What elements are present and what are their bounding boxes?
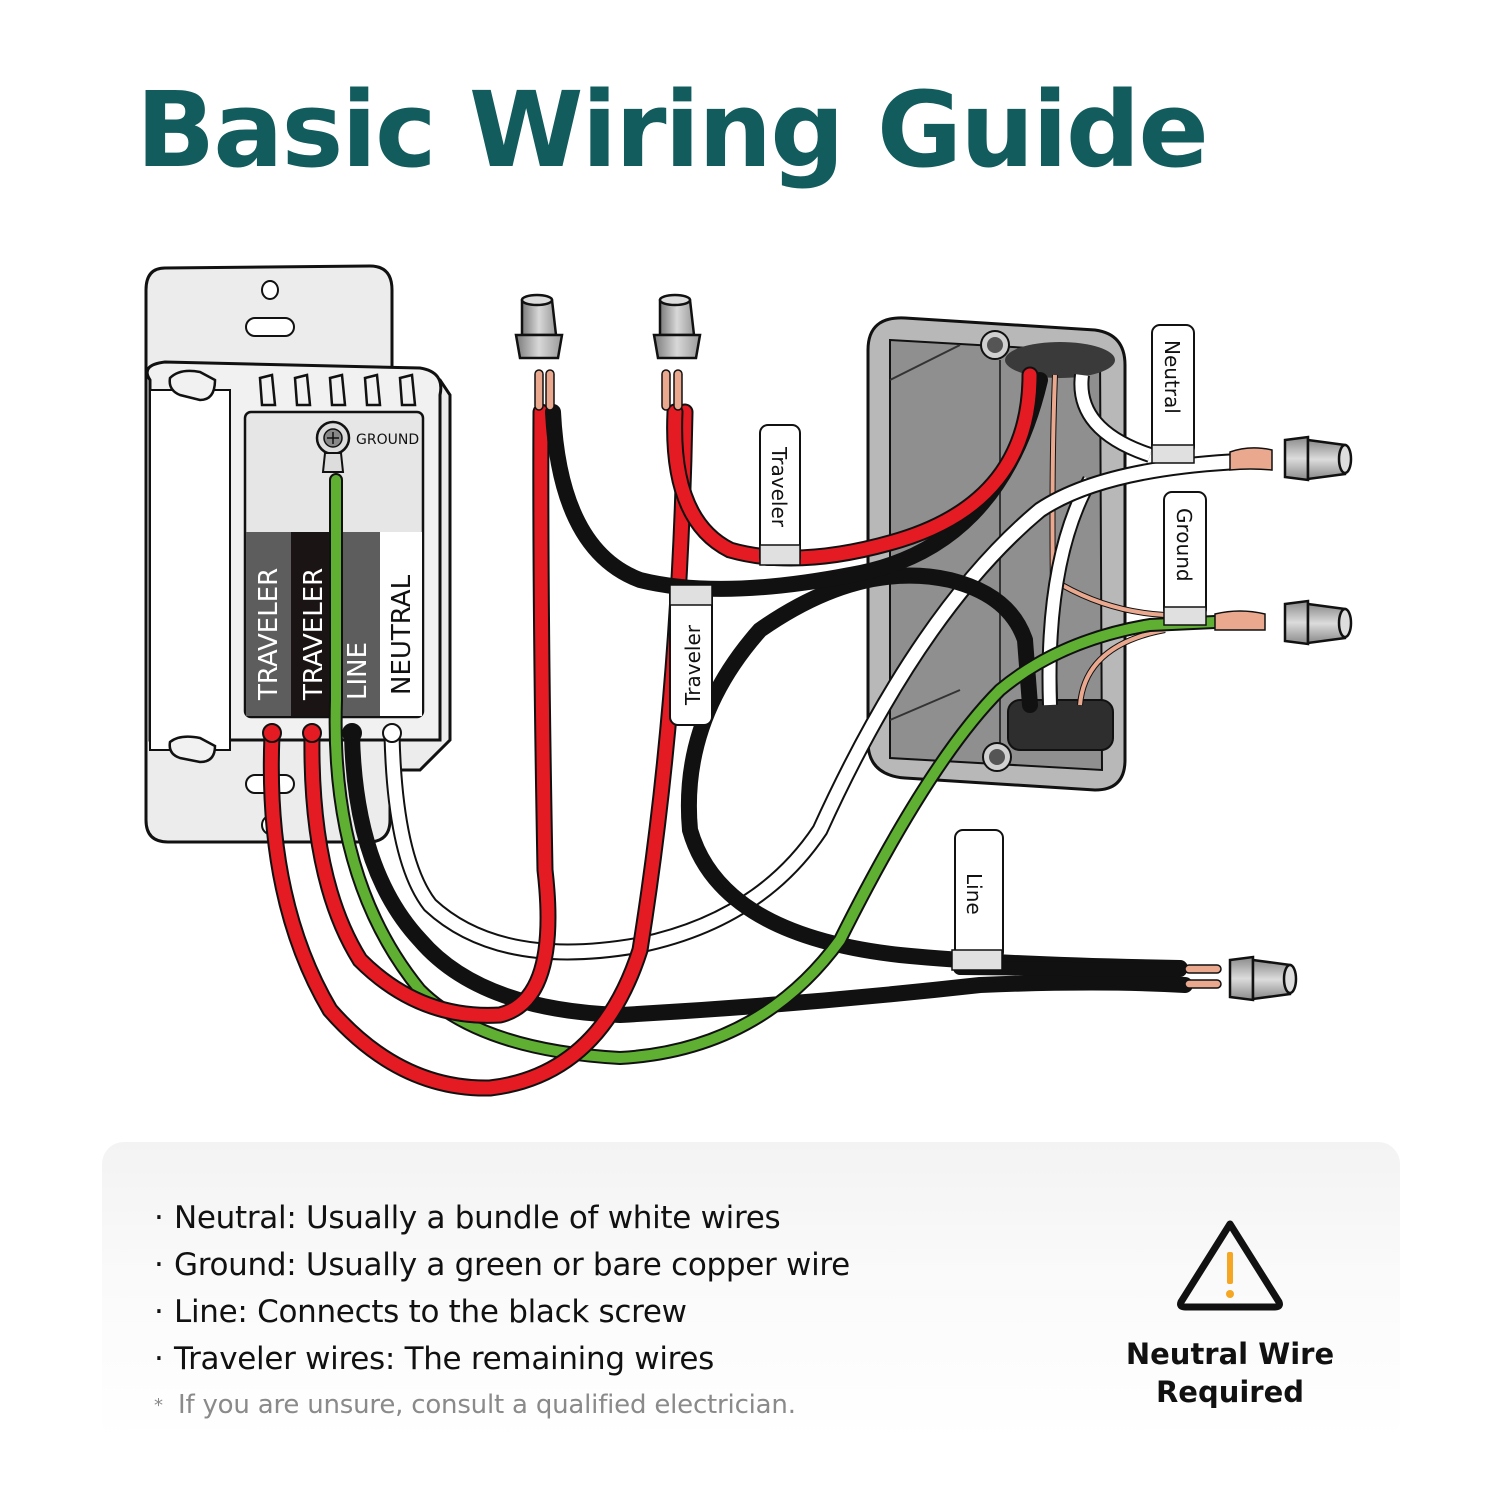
tag-line: Line xyxy=(951,829,1004,971)
bullet: · xyxy=(154,1294,164,1330)
neutral-required-warning: Neutral Wire Required xyxy=(1110,1218,1350,1411)
wire-nut-icon xyxy=(514,293,564,360)
note-line: ·Line: Connects to the black screw xyxy=(154,1289,850,1336)
terminal-label-traveler-1: TRAVELER xyxy=(254,568,284,701)
wire-nut-icon xyxy=(1228,955,1298,1002)
ground-terminal-label: GROUND xyxy=(356,432,419,448)
note-neutral: ·Neutral: Usually a bundle of white wire… xyxy=(154,1195,850,1242)
line-wire xyxy=(344,727,1193,1024)
page-title: Basic Wiring Guide xyxy=(136,69,1209,191)
tag-traveler-upper: Traveler xyxy=(759,424,801,566)
asterisk-icon: * xyxy=(154,1394,163,1416)
bullet: · xyxy=(154,1247,164,1283)
wire-nut-icon xyxy=(652,293,702,360)
wire-tags: Traveler Traveler Neutral Ground Line xyxy=(669,324,1207,971)
disclaimer: *If you are unsure, consult a qualified … xyxy=(154,1383,850,1427)
terminal-label-neutral: NEUTRAL xyxy=(387,574,417,695)
smart-switch: GROUND TRAVELER TRAVELER LINE NEUTRAL xyxy=(144,264,452,844)
tag-label: Traveler xyxy=(681,624,705,706)
tag-neutral: Neutral xyxy=(1151,324,1195,464)
warning-line-1: Neutral Wire xyxy=(1125,1337,1335,1371)
warning-triangle-icon xyxy=(1177,1220,1283,1311)
bullet: · xyxy=(154,1200,164,1236)
tag-label: Neutral xyxy=(1160,340,1184,414)
tag-label: Traveler xyxy=(767,446,791,528)
terminal-label-line: LINE xyxy=(343,642,373,700)
copper-tips xyxy=(534,369,1273,989)
note-traveler: ·Traveler wires: The remaining wires xyxy=(154,1336,850,1383)
wire-nut-icon xyxy=(1283,599,1353,646)
tag-ground: Ground xyxy=(1163,491,1207,626)
note-ground: ·Ground: Usually a green or bare copper … xyxy=(154,1242,850,1289)
warning-line-2: Required xyxy=(1155,1375,1305,1409)
wiring-diagram: GROUND TRAVELER TRAVELER LINE NEUTRAL xyxy=(144,264,1353,1097)
wire-nut-icon xyxy=(1283,435,1353,482)
wire-nuts xyxy=(514,293,1353,1002)
line-loop-wire xyxy=(680,567,1188,976)
tag-traveler-lower: Traveler xyxy=(669,584,713,726)
tag-label: Line xyxy=(962,873,986,915)
bullet: · xyxy=(154,1341,164,1377)
notes-list: ·Neutral: Usually a bundle of white wire… xyxy=(154,1195,850,1427)
terminal-label-traveler-2: TRAVELER xyxy=(299,568,329,701)
tag-label: Ground xyxy=(1172,508,1196,582)
